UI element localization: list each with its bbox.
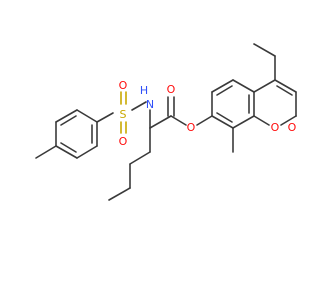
bond-inner [216,85,233,96]
bond [129,151,151,165]
bond-inner [276,85,293,96]
bond [253,43,276,57]
bond [55,109,78,123]
bond [232,79,255,93]
oxygen-label: O [119,135,128,148]
molecule-structure-diagram: S O O H N O O O O [35,43,297,201]
bond [76,145,98,159]
bond [96,112,114,123]
oxygen-label: O [288,121,297,134]
bond [253,115,270,126]
bond [253,79,276,93]
bond [108,187,131,201]
bond-inner [60,115,77,126]
bond [280,115,297,126]
bond [196,115,213,126]
bond [170,115,187,126]
oxygen-label: O [119,79,128,92]
bond [232,115,255,129]
bond [55,145,78,159]
bond [76,109,98,123]
bond [211,115,234,129]
bond-inner [216,112,233,123]
atom-labels: S O O H N O O O O [119,79,297,148]
oxygen-label: O [167,83,176,96]
bond [274,79,297,93]
bond [149,115,172,129]
oxygen-label: O [271,121,280,134]
bonds [35,43,297,201]
bond [131,101,147,111]
nitrogen-label: N [146,98,154,111]
oxygen-label: O [187,121,196,134]
bond [35,145,57,159]
sulfur-label: S [120,108,127,121]
bond-inner [60,142,77,153]
bond [211,79,234,93]
hydrogen-label: H [140,84,148,97]
